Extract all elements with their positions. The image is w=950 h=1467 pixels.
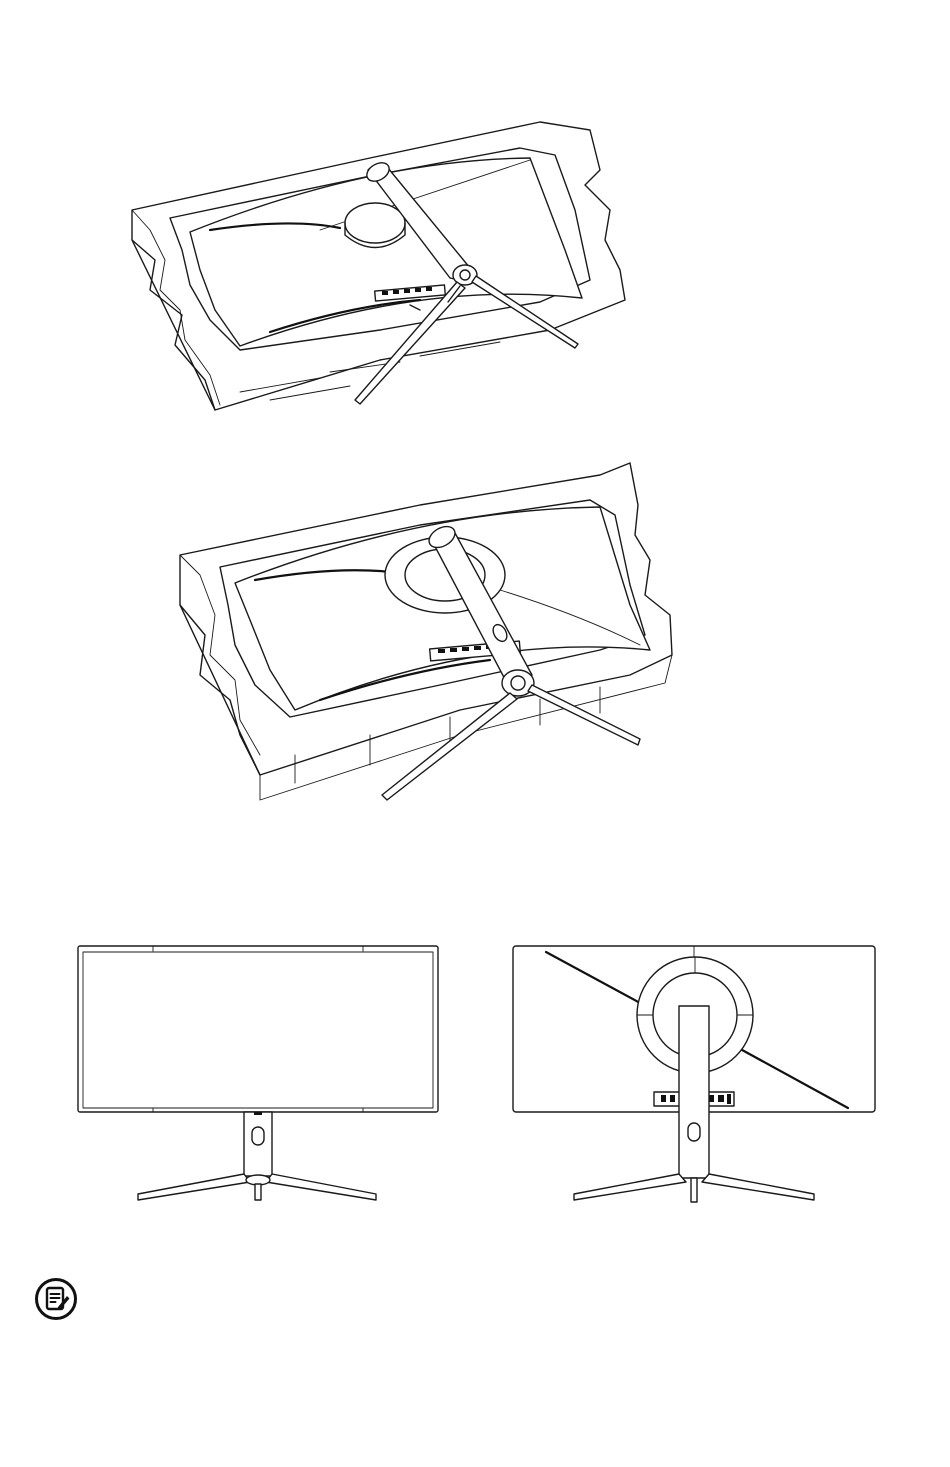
monitor-front-view-icon <box>70 940 445 1210</box>
monitor-front-view <box>70 940 445 1210</box>
monitor-in-foam-tray-with-stand-icon <box>120 110 640 420</box>
monitor-rear-view <box>508 940 880 1210</box>
monitor-in-foam-tray-stand-attached-icon <box>160 455 710 815</box>
assembly-step-2-illustration <box>160 455 710 815</box>
assembly-step-1-illustration <box>120 110 640 420</box>
monitor-rear-view-icon <box>508 940 880 1210</box>
note-pencil-icon <box>35 1278 77 1320</box>
